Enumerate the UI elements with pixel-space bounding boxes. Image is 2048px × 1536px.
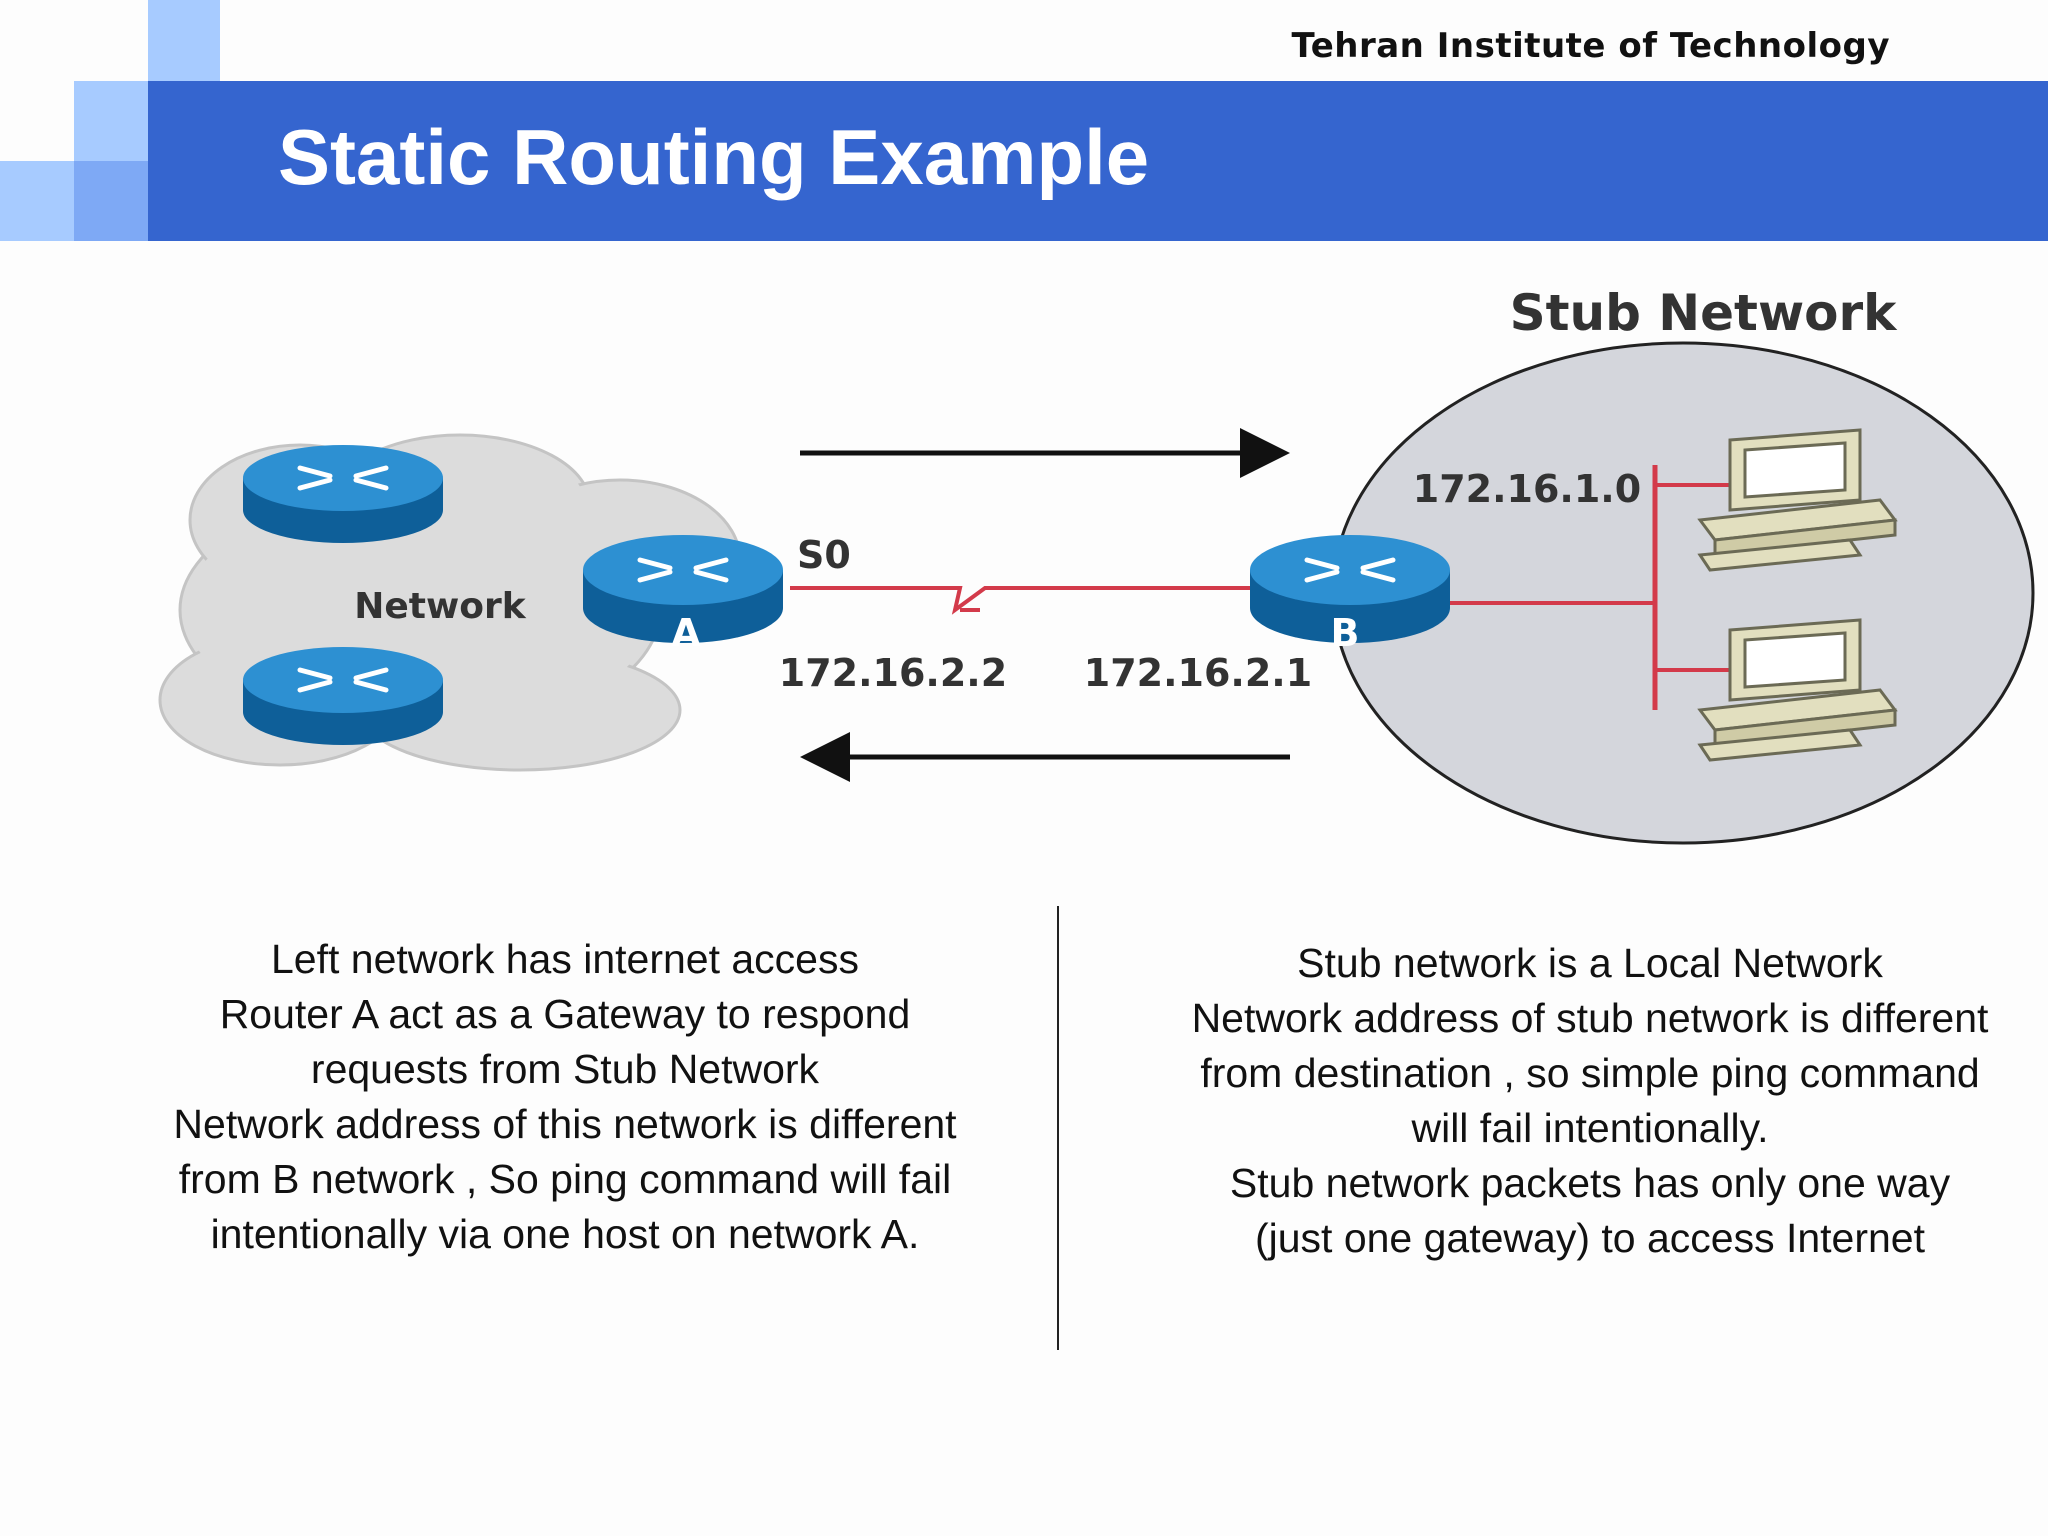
left-text-line: Network address of this network is diffe… — [173, 1101, 957, 1147]
title-band — [148, 81, 2048, 241]
ip-router-b: 172.16.2.1 — [1084, 651, 1312, 695]
stub-network-title: Stub Network — [1510, 284, 1899, 342]
right-text-line: will fail intentionally. — [1411, 1105, 1769, 1151]
column-divider — [1057, 906, 1059, 1350]
router-icon-top-left — [243, 445, 443, 543]
computer-icon-1 — [1697, 428, 1898, 572]
router-b-icon — [1250, 535, 1450, 643]
right-text-line: Stub network is a Local Network — [1297, 940, 1883, 986]
router-a-icon — [583, 535, 783, 643]
computer-icon-2 — [1697, 618, 1898, 762]
institute-name: Tehran Institute of Technology — [1291, 26, 1890, 66]
stub-network-address: 172.16.1.0 — [1413, 467, 1641, 511]
right-text-line: Stub network packets has only one way — [1229, 1160, 1951, 1206]
slide-title: Static Routing Example — [278, 113, 1150, 201]
network-diagram: Stub Network Network S0 172.16.2.2 172.1… — [158, 284, 2035, 845]
ip-router-a: 172.16.2.2 — [779, 651, 1007, 695]
left-description: Left network has internet access Router … — [100, 932, 1030, 1262]
right-text-line: from destination , so simple ping comman… — [1200, 1050, 1980, 1096]
left-text-line: Router A act as a Gateway to respond — [219, 991, 911, 1037]
serial-link — [790, 586, 1255, 615]
decor-square-low-left — [0, 161, 74, 241]
left-text-line: from B network , So ping command will fa… — [178, 1156, 952, 1202]
right-description: Stub network is a Local Network Network … — [1120, 936, 2048, 1266]
router-a-label: A — [671, 611, 701, 655]
decor-square-top — [148, 0, 220, 81]
decor-square-mid — [74, 81, 148, 161]
router-icon-bottom-left — [243, 647, 443, 745]
network-label: Network — [354, 586, 526, 627]
right-text-line: Network address of stub network is diffe… — [1191, 995, 1989, 1041]
router-b-label: B — [1331, 611, 1360, 655]
left-text-line: requests from Stub Network — [310, 1046, 820, 1092]
left-text-line: Left network has internet access — [271, 936, 859, 982]
decor-square-low — [74, 161, 148, 241]
left-text-line: intentionally via one host on network A. — [210, 1211, 920, 1257]
interface-label: S0 — [797, 533, 851, 577]
right-text-line: (just one gateway) to access Internet — [1254, 1215, 1925, 1261]
